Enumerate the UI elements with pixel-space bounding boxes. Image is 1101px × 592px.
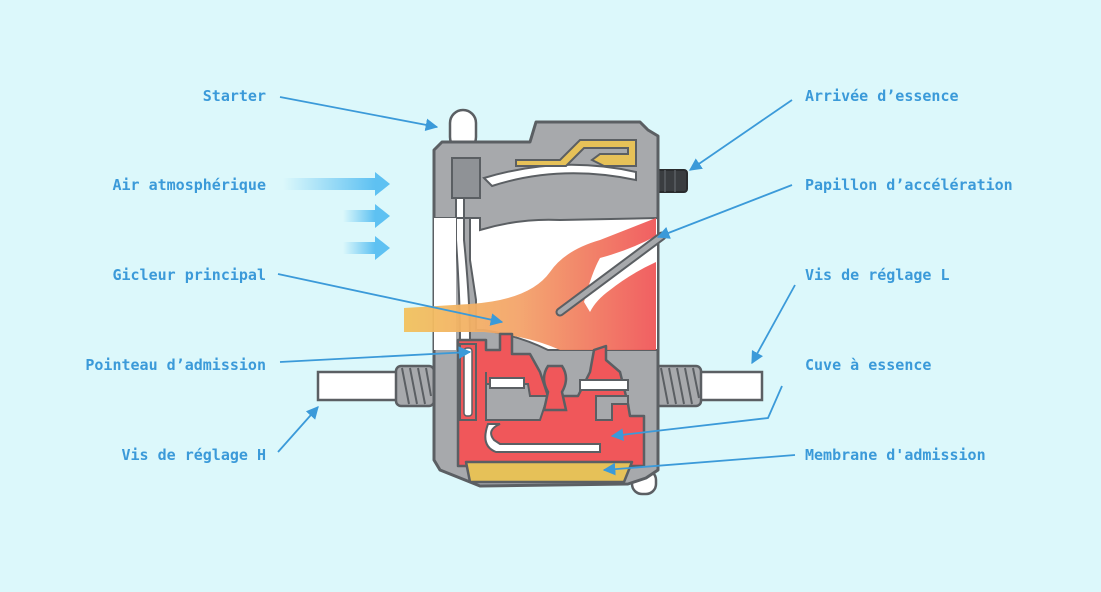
label-membrane-admission: Membrane d'admission [805,446,986,464]
air-arrow-icon [283,172,390,196]
check-valve [542,364,568,412]
main-jet-needle [489,377,525,389]
top-fuel-channel [482,163,637,188]
label-gicleur-principal: Gicleur principal [112,266,266,284]
starter-valve [451,157,481,199]
idle-jet-needle [579,379,629,391]
air-intake-arrows [283,172,390,260]
label-pointeau-admission: Pointeau d’admission [85,356,266,374]
label-arrows [277,96,796,476]
inlet-membrane [464,460,634,484]
air-arrow-icon [343,204,390,228]
label-air-atmospherique: Air atmosphérique [112,176,266,194]
label-cuve-essence: Cuve à essence [805,356,932,374]
adjustment-screw-h [316,364,436,408]
label-arrivee-essence: Arrivée d’essence [805,87,959,105]
label-vis-reglage-h: Vis de réglage H [121,446,267,464]
inlet-needle-valve [459,343,477,421]
air-arrow-icon [343,236,390,260]
fuel-air-mixture-flow [404,218,656,350]
adjustment-screw-l [653,364,764,408]
label-vis-reglage-l: Vis de réglage L [805,266,950,284]
fuel-inlet-channel [515,139,637,167]
label-starter: Starter [202,87,266,105]
label-papillon-acceleration: Papillon d’accélération [805,176,1013,194]
metering-lever [484,423,601,453]
